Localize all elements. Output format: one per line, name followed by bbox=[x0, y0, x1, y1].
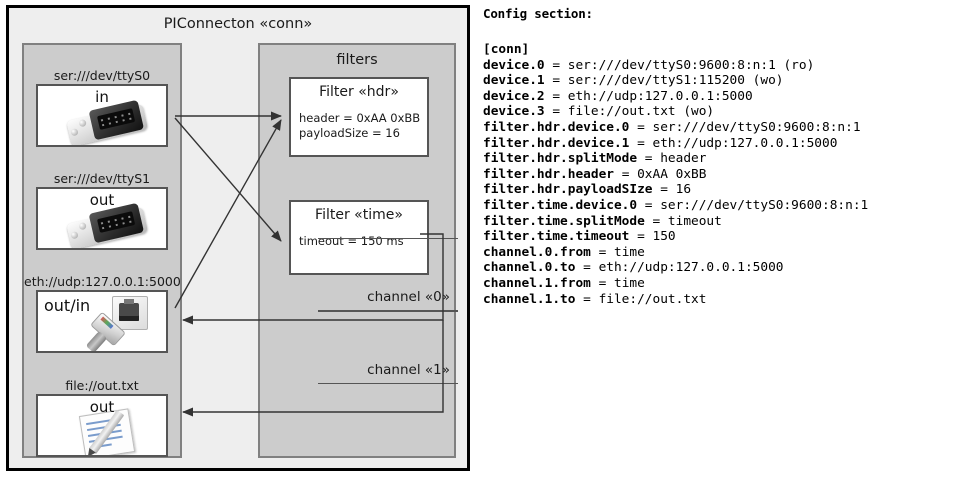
config-key: device.0 bbox=[483, 57, 545, 73]
channel-0-label: channel «0» bbox=[367, 289, 450, 305]
config-panel: Config section: [conn]device.0 = ser:///… bbox=[483, 6, 957, 307]
config-key: filter.hdr.payloadSIze bbox=[483, 182, 653, 198]
device-ttys1-box[interactable]: out bbox=[36, 187, 168, 250]
config-line: device.2 = eth://udp:127.0.0.1:5000 bbox=[483, 89, 957, 105]
config-value: = eth://udp:127.0.0.1:5000 bbox=[575, 260, 784, 276]
config-value: = time bbox=[590, 275, 645, 291]
channel-1-label: channel «1» bbox=[367, 362, 450, 378]
config-value: = ser:///dev/ttyS0:9600:8:n:1 bbox=[637, 197, 869, 213]
config-value: = timeout bbox=[644, 213, 722, 229]
device-file-label: file://out.txt bbox=[65, 378, 139, 393]
config-line: filter.hdr.payloadSIze = 16 bbox=[483, 182, 957, 198]
config-key: filter.hdr.device.0 bbox=[483, 119, 630, 135]
text-file-icon bbox=[78, 408, 148, 455]
device-eth[interactable]: eth://udp:127.0.0.1:5000 out/in bbox=[24, 273, 181, 353]
devices-group: ser:///dev/ttyS0 in ser:///dev/ttyS1 out… bbox=[22, 43, 182, 458]
filter-time-title: Filter «time» bbox=[315, 207, 403, 223]
connection-diagram: PIConnecton «conn» ser:///dev/ttyS0 in s… bbox=[6, 5, 470, 471]
filter-hdr-prop-payloadsize: payloadSize = 16 bbox=[299, 126, 400, 140]
config-text: [conn]device.0 = ser:///dev/ttyS0:9600:8… bbox=[483, 42, 957, 307]
config-value: = 0xAA 0xBB bbox=[613, 166, 707, 182]
config-key: filter.hdr.splitMode bbox=[483, 151, 638, 167]
config-line: channel.0.to = eth://udp:127.0.0.1:5000 bbox=[483, 260, 957, 276]
config-value: = ser:///dev/ttyS1:115200 (wo) bbox=[544, 73, 784, 89]
config-key: filter.time.splitMode bbox=[483, 213, 645, 229]
config-line: device.0 = ser:///dev/ttyS0:9600:8:n:1 (… bbox=[483, 58, 957, 74]
config-key: channel.0.to bbox=[483, 260, 576, 276]
config-key: filter.hdr.device.1 bbox=[483, 135, 630, 151]
config-line: channel.1.to = file://out.txt bbox=[483, 292, 957, 308]
filter-hdr[interactable]: Filter «hdr» header = 0xAA 0xBB payloadS… bbox=[289, 77, 429, 157]
device-eth-box[interactable]: out/in bbox=[36, 290, 168, 353]
ethernet-icon bbox=[85, 296, 166, 351]
config-value: = ser:///dev/ttyS0:9600:8:n:1 (ro) bbox=[544, 57, 815, 73]
config-key: device.2 bbox=[483, 88, 545, 104]
config-line: filter.hdr.splitMode = header bbox=[483, 151, 957, 167]
config-value: = 16 bbox=[652, 182, 692, 198]
filters-group-title: filters bbox=[336, 52, 378, 68]
config-value: = eth://udp:127.0.0.1:5000 bbox=[544, 88, 753, 104]
device-ttys0-direction: in bbox=[95, 88, 109, 106]
config-line: device.3 = file://out.txt (wo) bbox=[483, 104, 957, 120]
config-line: filter.hdr.header = 0xAA 0xBB bbox=[483, 167, 957, 183]
device-eth-direction: out/in bbox=[44, 296, 91, 315]
config-key: filter.time.device.0 bbox=[483, 197, 638, 213]
config-line: filter.time.splitMode = timeout bbox=[483, 214, 957, 230]
filter-hdr-prop-header: header = 0xAA 0xBB bbox=[299, 111, 421, 125]
channel-1-region: channel «1» bbox=[318, 311, 458, 384]
device-file-box[interactable]: out bbox=[36, 394, 168, 457]
config-line: filter.time.timeout = 150 bbox=[483, 229, 957, 245]
config-value: = file://out.txt bbox=[575, 291, 707, 307]
config-key: [conn] bbox=[483, 42, 530, 57]
config-key: channel.1.from bbox=[483, 275, 591, 291]
config-key: device.3 bbox=[483, 104, 545, 120]
config-heading: Config section: bbox=[483, 6, 593, 21]
device-ttys1[interactable]: ser:///dev/ttyS1 out bbox=[36, 170, 168, 250]
config-line: filter.hdr.device.1 = eth://udp:127.0.0.… bbox=[483, 136, 957, 152]
config-key: filter.hdr.header bbox=[483, 166, 614, 182]
config-value: = 150 bbox=[629, 229, 676, 245]
config-key: channel.1.to bbox=[483, 291, 576, 307]
device-file[interactable]: file://out.txt out bbox=[36, 377, 168, 457]
config-line: [conn] bbox=[483, 42, 957, 58]
device-ttys1-direction: out bbox=[89, 191, 115, 209]
config-value: = header bbox=[637, 151, 707, 167]
config-line: channel.0.from = time bbox=[483, 245, 957, 261]
channel-0-region: channel «0» bbox=[318, 238, 458, 311]
filter-hdr-title: Filter «hdr» bbox=[319, 84, 399, 100]
config-key: channel.0.from bbox=[483, 244, 591, 260]
device-ttys0-box[interactable]: in bbox=[36, 84, 168, 147]
config-value: = file://out.txt (wo) bbox=[544, 104, 715, 120]
diagram-title: PIConnecton «conn» bbox=[163, 16, 313, 32]
device-ttys0-label: ser:///dev/ttyS0 bbox=[53, 68, 151, 83]
device-eth-label: eth://udp:127.0.0.1:5000 bbox=[24, 274, 181, 289]
config-value: = ser:///dev/ttyS0:9600:8:n:1 bbox=[629, 119, 861, 135]
config-line: device.1 = ser:///dev/ttyS1:115200 (wo) bbox=[483, 73, 957, 89]
config-value: = eth://udp:127.0.0.1:5000 bbox=[629, 135, 838, 151]
device-file-direction: out bbox=[89, 398, 115, 416]
device-ttys0[interactable]: ser:///dev/ttyS0 in bbox=[36, 67, 168, 147]
config-line: filter.hdr.device.0 = ser:///dev/ttyS0:9… bbox=[483, 120, 957, 136]
filters-group: filters Filter «hdr» header = 0xAA 0xBB … bbox=[258, 43, 458, 458]
config-key: filter.time.timeout bbox=[483, 229, 630, 245]
config-line: filter.time.device.0 = ser:///dev/ttyS0:… bbox=[483, 198, 957, 214]
device-ttys1-label: ser:///dev/ttyS1 bbox=[53, 171, 151, 186]
config-line: channel.1.from = time bbox=[483, 276, 957, 292]
config-key: device.1 bbox=[483, 73, 545, 89]
config-value: = time bbox=[590, 244, 645, 260]
